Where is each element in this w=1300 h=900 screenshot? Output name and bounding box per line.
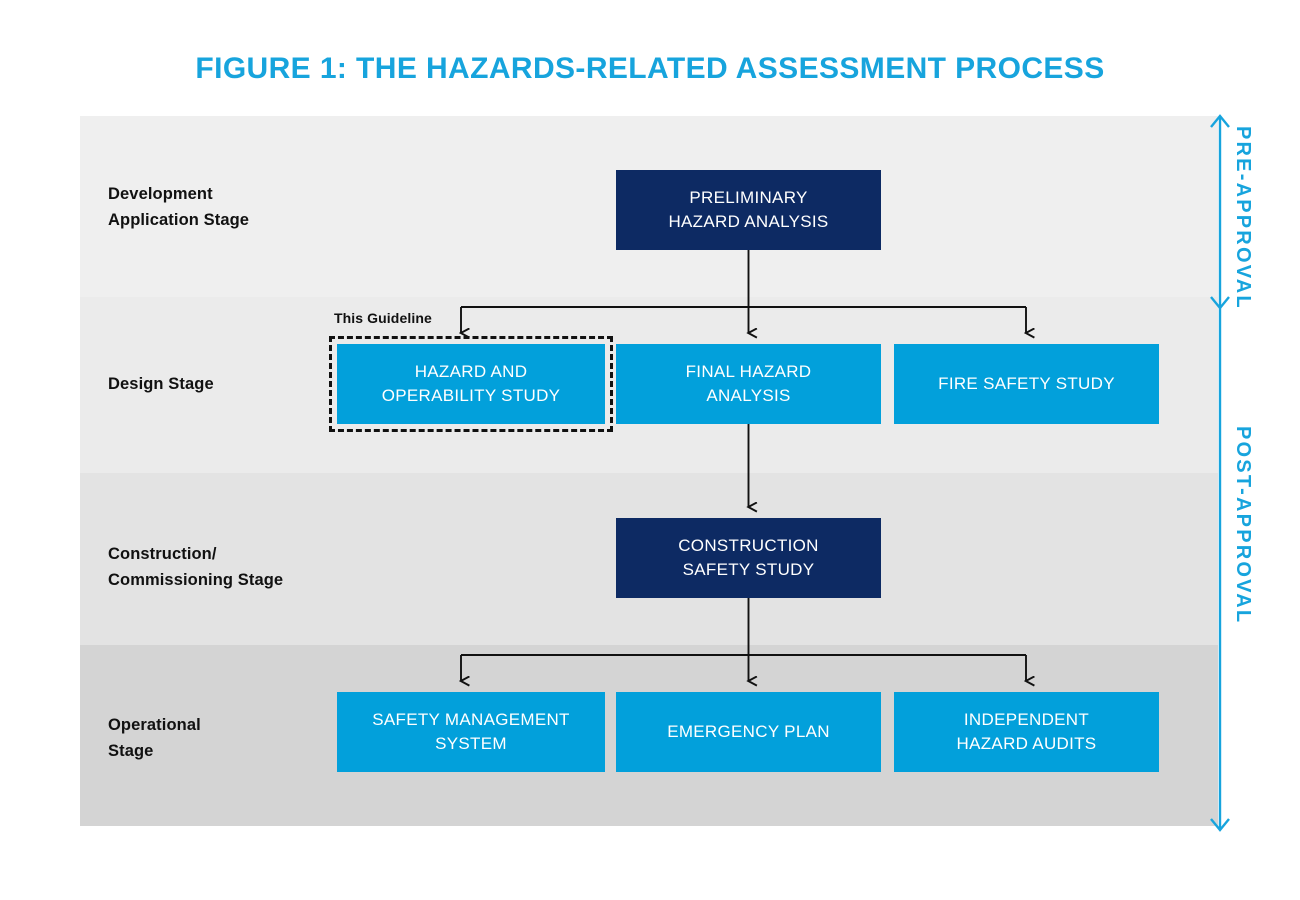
this-guideline-label: This Guideline [334, 310, 432, 326]
node-final-hazard-analysis[interactable]: FINAL HAZARD ANALYSIS [616, 344, 881, 424]
process-panel: Development Application Stage Design Sta… [80, 116, 1218, 826]
approval-label-pre: PRE-APPROVAL [1232, 126, 1254, 310]
node-construction-safety-study[interactable]: CONSTRUCTION SAFETY STUDY [616, 518, 881, 598]
node-hazard-and-operability-study[interactable]: HAZARD AND OPERABILITY STUDY [337, 344, 605, 424]
node-independent-hazard-audits[interactable]: INDEPENDENT HAZARD AUDITS [894, 692, 1159, 772]
stage-label-construction: Construction/ Commissioning Stage [108, 545, 284, 589]
node-safety-management-system[interactable]: SAFETY MANAGEMENT SYSTEM [337, 692, 605, 772]
figure-title: FIGURE 1: THE HAZARDS-RELATED ASSESSMENT… [195, 52, 1105, 85]
approval-rail-arrow [1210, 114, 1230, 832]
approval-phase-rail: PRE-APPROVAL POST-APPROVAL [1196, 108, 1300, 836]
approval-label-post: POST-APPROVAL [1232, 426, 1254, 625]
this-guideline-highlight-border [329, 336, 613, 432]
stage-label-design: Design Stage [108, 375, 214, 393]
node-preliminary-hazard-analysis[interactable]: PRELIMINARY HAZARD ANALYSIS [616, 170, 881, 250]
stage-label-development: Development Application Stage [108, 185, 250, 229]
stage-label-operational: Operational Stage [108, 716, 201, 760]
node-emergency-plan[interactable]: EMERGENCY PLAN [616, 692, 881, 772]
node-fire-safety-study[interactable]: FIRE SAFETY STUDY [894, 344, 1159, 424]
